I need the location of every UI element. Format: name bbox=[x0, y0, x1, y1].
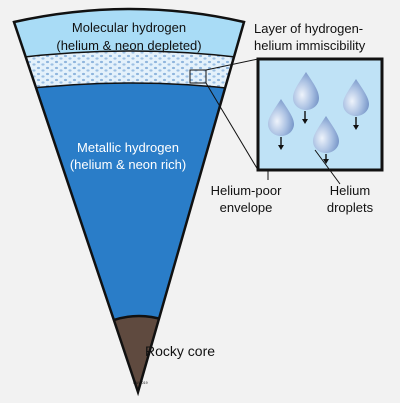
zoom-line-bottom bbox=[205, 82, 259, 171]
metallic-label-line1: Metallic hydrogen bbox=[77, 140, 179, 155]
credit-text: SW-2019 bbox=[133, 381, 148, 385]
helium-droplet-2 bbox=[343, 79, 369, 116]
envelope-label-line2: envelope bbox=[220, 200, 273, 215]
droplets-label-line2: droplets bbox=[327, 200, 374, 215]
envelope-label-line1: Helium-poor bbox=[211, 183, 282, 198]
arrow-down-icon bbox=[302, 111, 308, 124]
arrow-down-icon bbox=[323, 154, 329, 164]
zoom-selection-box bbox=[189, 69, 207, 84]
helium-droplet-3 bbox=[268, 99, 294, 136]
droplets-label-line1: Helium bbox=[330, 183, 370, 198]
immiscibility-title-line1: Layer of hydrogen- bbox=[254, 21, 363, 36]
helium-droplet-4 bbox=[313, 116, 339, 153]
molecular-hydrogen-layer bbox=[14, 9, 244, 60]
droplets-leader bbox=[314, 149, 341, 185]
helium-droplet-1 bbox=[293, 72, 319, 110]
wedge-outline bbox=[12, 7, 246, 397]
metallic-label-line2: (helium & neon rich) bbox=[70, 157, 186, 172]
zoom-line-top bbox=[205, 58, 259, 71]
molecular-label-line2: (helium & neon depleted) bbox=[56, 38, 201, 53]
arrow-down-icon bbox=[353, 117, 359, 130]
arrow-down-icon bbox=[278, 137, 284, 150]
rocky-core-label: Rocky core bbox=[145, 343, 215, 359]
molecular-label-line1: Molecular hydrogen bbox=[72, 20, 186, 35]
immiscibility-title-line2: helium immiscibility bbox=[254, 38, 366, 53]
immiscibility-layer bbox=[14, 51, 244, 92]
